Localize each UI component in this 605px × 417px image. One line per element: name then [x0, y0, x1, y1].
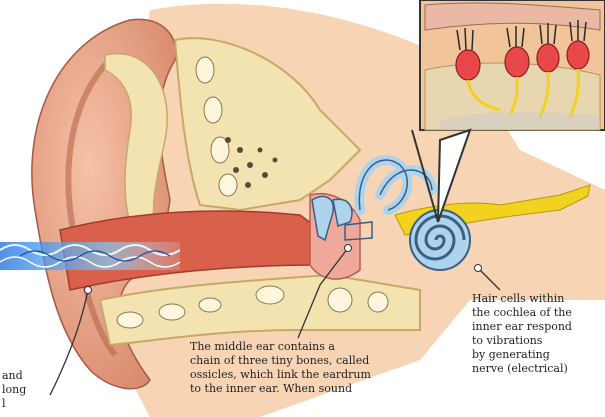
hair-cell-inset: [420, 0, 605, 130]
caption-hair-cells: Hair cells within the cochlea of the inn…: [472, 292, 605, 376]
caption-middle-ear: The middle ear contains a chain of three…: [190, 340, 395, 396]
sound-waves: [0, 242, 180, 270]
caption-left: and long l: [2, 369, 62, 411]
